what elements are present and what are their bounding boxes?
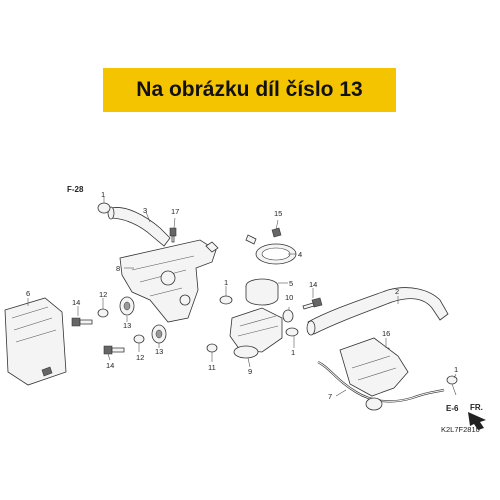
callout-16: 16 [382,329,390,338]
ref-e6: E-6 [446,404,459,413]
leader-lines [27,197,457,397]
part-4-clamp[interactable] [245,234,297,265]
callout-17: 17 [171,207,179,216]
callout-7: 7 [328,392,332,401]
part-6-cover[interactable] [4,297,67,386]
callout-13: 13 [155,347,163,356]
part-1-clip-mid[interactable] [219,295,233,305]
callout-1: 1 [224,278,228,287]
part-2-hose[interactable] [306,287,449,336]
callout-10: 10 [285,293,293,302]
part-12-washer-upper[interactable] [97,308,109,318]
diagram-code: K2L7F2810 [441,425,480,434]
part-14-bolt-left-lower[interactable] [103,345,125,355]
callout-14: 14 [72,298,80,307]
part-15-bolt[interactable] [271,227,282,238]
callout-1: 1 [454,365,458,374]
part-14-bolt-right[interactable] [302,297,323,310]
callout-15: 15 [274,209,282,218]
callout-5: 5 [289,279,293,288]
part-8-bracket[interactable] [119,239,219,323]
callout-1: 1 [291,348,295,357]
part-13-grommet-upper[interactable] [119,296,135,316]
part-5-cap[interactable] [245,278,279,306]
part-9-valve[interactable] [229,307,283,359]
callout-3: 3 [143,206,147,215]
part-17-bolt[interactable] [169,227,177,243]
ref-fr: FR. [470,403,483,412]
callout-14: 14 [309,280,317,289]
part-7-bracket[interactable] [317,337,445,411]
callout-13: 13 [123,321,131,330]
part-12-washer-lower[interactable] [133,334,145,344]
part-13-grommet-lower[interactable] [151,324,167,344]
callout-14: 14 [106,361,114,370]
callout-12: 12 [99,290,107,299]
part-1-clip-top[interactable] [97,202,111,214]
callout-12: 12 [136,353,144,362]
callout-11: 11 [208,363,216,372]
callout-9: 9 [248,367,252,376]
banner-text: Na obrázku díl číslo 13 [136,78,363,101]
front-arrow-icon [468,412,486,430]
callout-4: 4 [298,250,302,259]
part-1-clip-valve[interactable] [285,327,299,337]
part-11-washer[interactable] [206,343,218,353]
callout-6: 6 [26,289,30,298]
part-3-hose[interactable] [107,206,171,247]
callout-8: 8 [116,264,120,273]
part-10-grommet[interactable] [282,309,294,323]
callout-1: 1 [101,190,105,199]
part-number-banner: Na obrázku díl číslo 13 [103,68,396,112]
ref-f28: F-28 [67,185,84,194]
part-1-clip-bottom[interactable] [446,375,458,385]
part-14-bolt-left-upper[interactable] [71,317,93,327]
callout-2: 2 [395,287,399,296]
